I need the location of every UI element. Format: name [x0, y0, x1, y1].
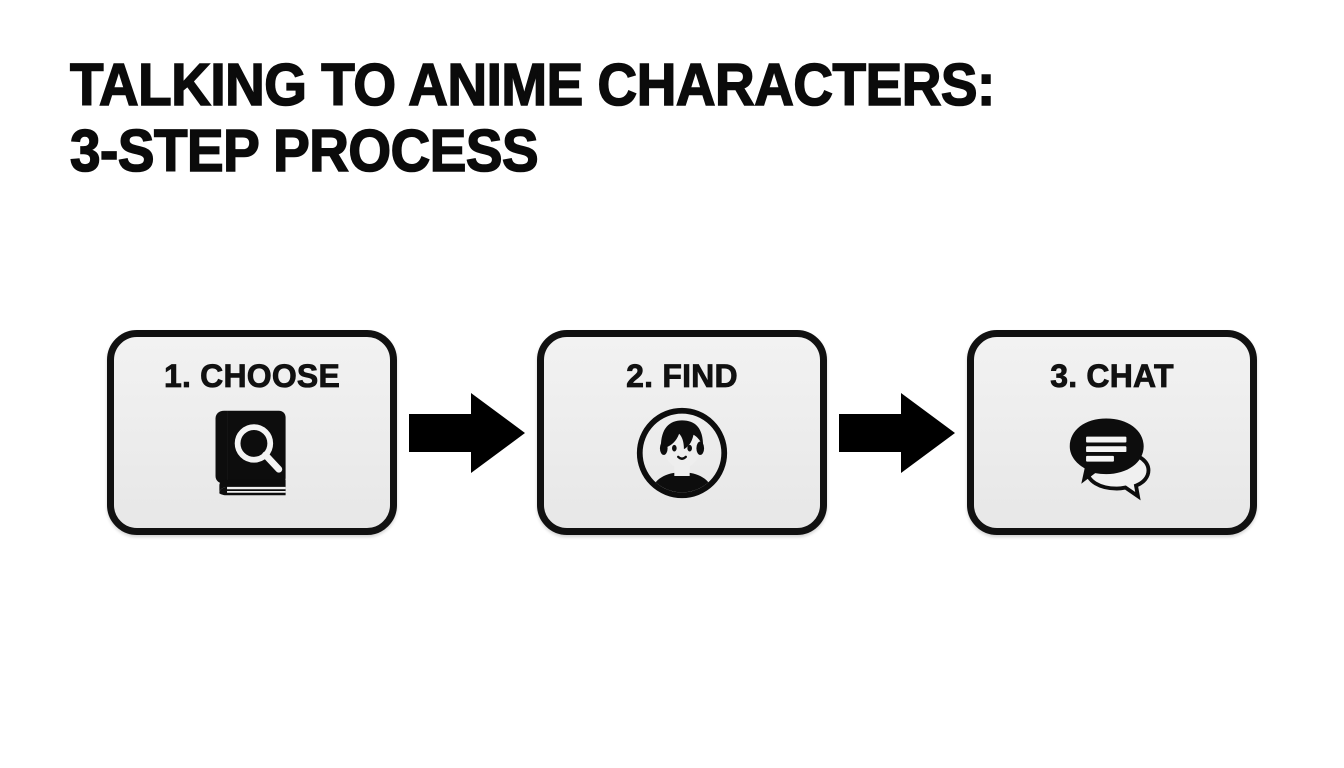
book-search-icon [204, 405, 300, 501]
arrow-right-icon [839, 392, 955, 473]
step-box-chat[interactable]: 3. CHAT [967, 330, 1257, 535]
process-flow-diagram: 1. CHOOSE [0, 330, 1344, 540]
anime-avatar-icon [634, 405, 730, 501]
step-label-find: 2. FIND [626, 358, 738, 394]
arrow-right-icon [409, 392, 525, 473]
connector-arrow-2 [827, 330, 967, 535]
speech-bubbles-icon [1064, 405, 1160, 501]
connector-arrow-1 [397, 330, 537, 535]
page-title: TALKING TO ANIME CHARACTERS: 3-STEP PROC… [69, 51, 1170, 185]
step-label-choose: 1. CHOOSE [163, 358, 341, 394]
step-label-chat: 3. CHAT [1050, 358, 1174, 394]
step-box-choose[interactable]: 1. CHOOSE [107, 330, 397, 535]
page-title-line-2: 3-STEP PROCESS [69, 117, 539, 185]
step-box-find[interactable]: 2. FIND [537, 330, 827, 535]
page-title-line-1: TALKING TO ANIME CHARACTERS: [69, 51, 996, 119]
